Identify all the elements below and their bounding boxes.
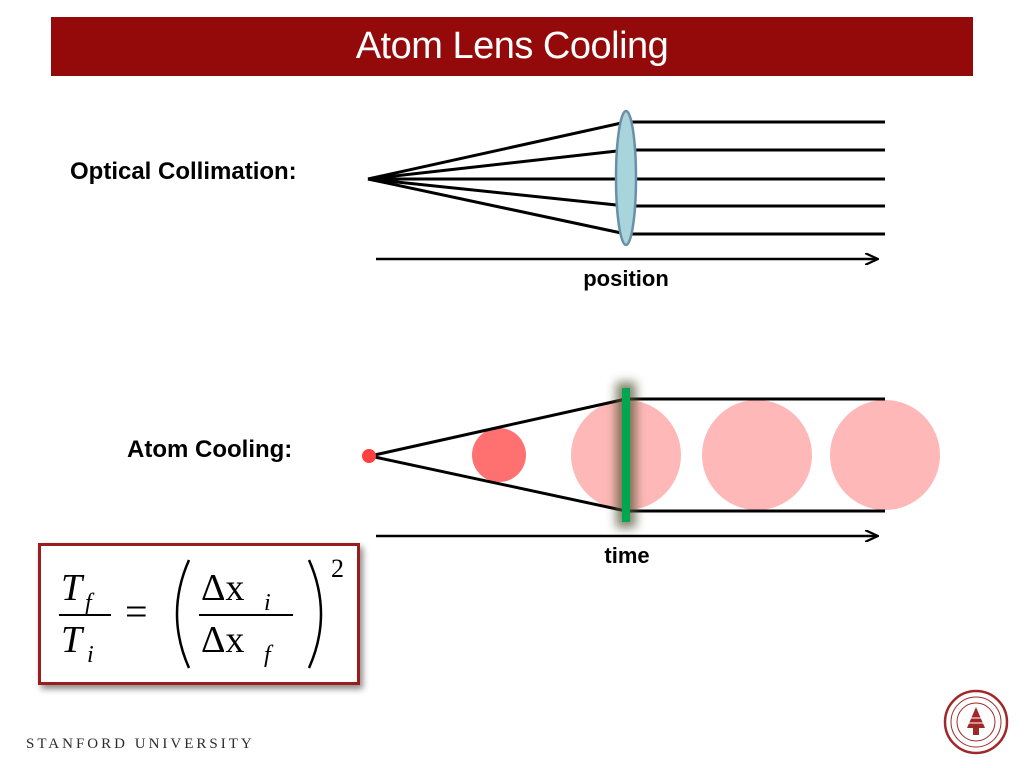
optical-lens [614, 109, 638, 247]
atom-source-dot [362, 449, 376, 463]
cone-upper-line [369, 397, 627, 458]
formula-tf-var: T [61, 567, 83, 609]
formula-delta-xi: Δx [201, 567, 245, 609]
ray-5 [367, 177, 627, 236]
formula-ti-var: T [61, 619, 83, 661]
formula-equals: = [125, 589, 148, 634]
formula-xf-sub: f [264, 642, 271, 668]
cooling-bar [622, 388, 630, 522]
atom-cloud-small [472, 428, 526, 482]
ray-1 [367, 120, 627, 181]
slide-title: Atom Lens Cooling [355, 25, 669, 67]
ray-4 [367, 177, 627, 208]
formula-inner-fraction-bar [199, 614, 293, 616]
optical-rays [367, 120, 885, 236]
title-bar: Atom Lens Cooling [51, 17, 973, 76]
formula-tf-sub: f [85, 590, 92, 616]
formula-parentheses [175, 559, 323, 669]
formula-left-fraction-bar [59, 614, 111, 616]
formula-ti-sub: i [87, 642, 94, 668]
atom-cloud-collimated-2 [830, 400, 940, 510]
formula-xi-sub: i [264, 590, 271, 616]
cone-lower-line [369, 454, 627, 513]
formula-delta-xf: Δx [201, 619, 245, 661]
optical-collimation-label: Optical Collimation: [70, 158, 297, 185]
ray-2 [367, 148, 627, 181]
atom-cloud-collimated-1 [702, 400, 812, 510]
formula-box: T f T i = Δx i Δx f 2 [38, 543, 360, 685]
atom-cooling-label: Atom Cooling: [127, 436, 293, 463]
time-axis-label: time [604, 543, 649, 568]
formula-exponent: 2 [331, 554, 344, 583]
position-axis-label: position [583, 266, 669, 291]
stanford-seal [943, 689, 1009, 755]
atom-cone-lines [369, 397, 885, 513]
footer-university-name: STANFORD UNIVERSITY [26, 736, 255, 752]
